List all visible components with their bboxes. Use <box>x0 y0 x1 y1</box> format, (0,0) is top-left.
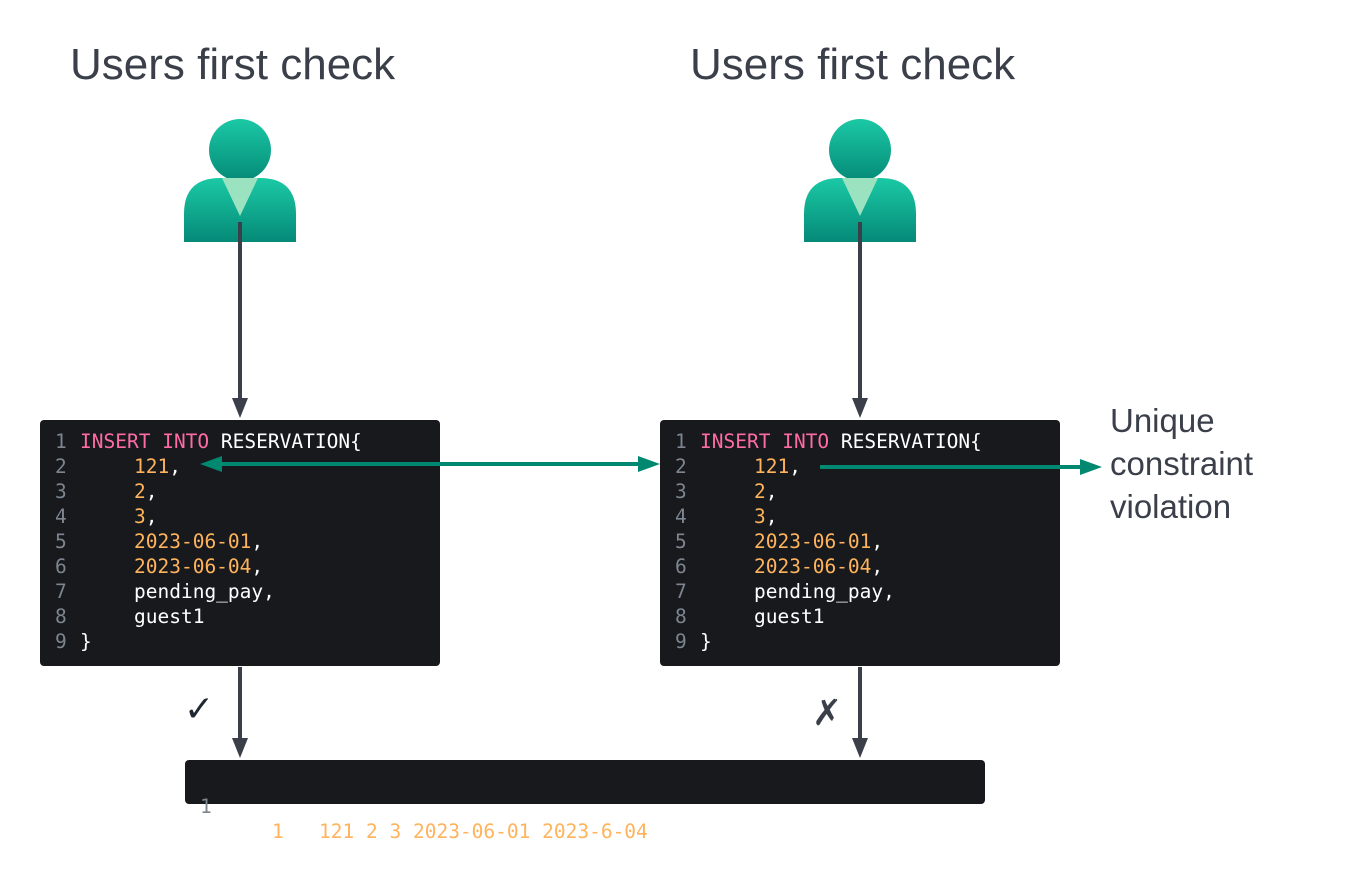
value: 2023-06-04 <box>754 555 872 578</box>
line-number: 5 <box>55 530 67 553</box>
line-number: 4 <box>675 505 687 528</box>
person-icon <box>804 119 916 242</box>
keyword: INTO <box>162 430 210 453</box>
value: 3 <box>754 505 766 528</box>
line-number: 2 <box>675 455 687 478</box>
value: pending_pay, <box>754 580 895 603</box>
result-table-row: 1 row 1 - 121,2,3,2023-06-01,2023-6-04,p… <box>185 760 985 843</box>
constraint-arrows <box>200 456 1102 475</box>
line-number: 7 <box>55 580 67 603</box>
value: 121 <box>754 455 790 478</box>
line-number: 4 <box>55 505 67 528</box>
line-number: 1 <box>675 430 687 453</box>
value: 2 <box>754 480 766 503</box>
line-number: 3 <box>675 480 687 503</box>
line-number: 9 <box>675 630 687 653</box>
connector-arrows <box>232 222 868 758</box>
cross-icon: ✗ <box>812 692 843 733</box>
keyword: INSERT <box>80 430 151 453</box>
value: guest1 <box>134 605 205 628</box>
value: 3 <box>134 505 146 528</box>
line-number: 5 <box>675 530 687 553</box>
line-number: 7 <box>675 580 687 603</box>
value: 2023-06-01 <box>134 530 252 553</box>
value: } <box>80 630 92 653</box>
line-number: 8 <box>675 605 687 628</box>
table-name: RESERVATION{ <box>840 430 982 453</box>
line-number: 6 <box>675 555 687 578</box>
table-name: RESERVATION{ <box>220 430 362 453</box>
value: 2023-06-01 <box>754 530 872 553</box>
keyword: INSERT <box>700 430 771 453</box>
line-number: 1 <box>200 795 212 818</box>
line-number: 6 <box>55 555 67 578</box>
value: 2 <box>134 480 146 503</box>
value: 121 <box>134 455 170 478</box>
value: guest1 <box>754 605 825 628</box>
check-icon: ✓ <box>184 688 215 729</box>
keyword: INTO <box>782 430 830 453</box>
right-heading: Users first check <box>690 40 1016 89</box>
left-heading: Users first check <box>70 40 396 89</box>
value: pending_pay, <box>134 580 275 603</box>
value: } <box>700 630 712 653</box>
line-number: 1 <box>55 430 67 453</box>
line-number: 8 <box>55 605 67 628</box>
constraint-violation-label: Unique constraint violation <box>1110 402 1254 525</box>
line-number: 2 <box>55 455 67 478</box>
line-number: 9 <box>55 630 67 653</box>
value: 2023-06-04 <box>134 555 252 578</box>
person-icon <box>184 119 296 242</box>
line-number: 3 <box>55 480 67 503</box>
